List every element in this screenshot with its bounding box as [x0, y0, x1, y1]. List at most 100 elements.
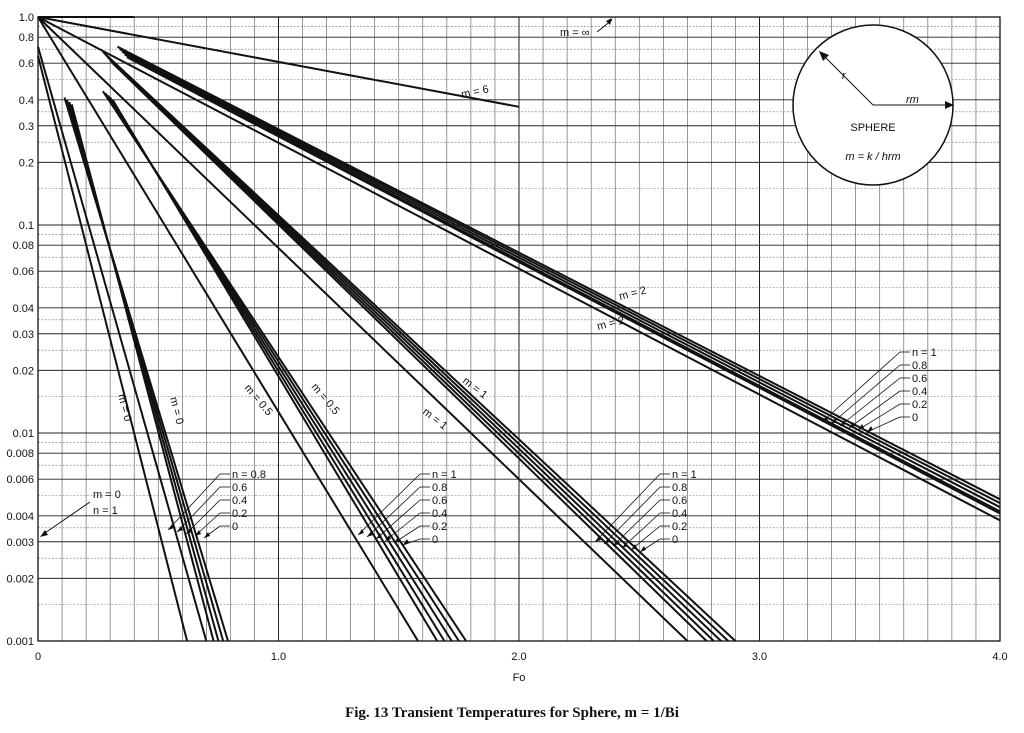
curve-label: m = 6	[460, 83, 490, 101]
y-tick-label: 0.003	[6, 537, 34, 549]
n-label: n = 1	[912, 347, 937, 359]
arrow-head	[595, 536, 601, 542]
series-line	[121, 50, 1001, 509]
arrow-head	[168, 524, 174, 530]
leader-line	[384, 512, 421, 542]
curve-label: m = 2	[618, 285, 648, 303]
arrow-head	[831, 418, 837, 424]
arrow-head	[822, 416, 828, 422]
arrow-head	[604, 538, 610, 544]
leader-line	[857, 403, 901, 431]
x-tick-label: 4.0	[992, 651, 1007, 663]
series-line	[111, 99, 439, 642]
leader-line	[830, 364, 901, 425]
y-tick-label: 0.04	[13, 303, 34, 315]
plot-frame	[37, 16, 1001, 642]
leader-line	[375, 499, 421, 540]
leader-line	[366, 486, 421, 538]
arrow-head	[858, 424, 864, 430]
outer-radius-label: rm	[906, 94, 919, 106]
arrow-head	[186, 528, 192, 534]
n-label: 0	[232, 521, 238, 533]
y-tick-label: 0.8	[19, 32, 34, 44]
curve-label: m = 0	[115, 393, 133, 423]
series-line	[107, 56, 722, 642]
y-tick-label: 0.002	[6, 573, 34, 585]
curve-label: m = 2	[596, 315, 626, 333]
series-line	[109, 59, 715, 642]
series-line	[37, 16, 419, 642]
arrow-head	[640, 546, 646, 552]
curve-label: m = 0	[167, 396, 185, 426]
arrow-head	[606, 18, 612, 25]
y-tick-label: 0.6	[19, 58, 34, 70]
n-label: 0.6	[232, 482, 247, 494]
leader-line	[839, 377, 901, 427]
leader-line	[621, 512, 661, 549]
n-label: 0.8	[432, 482, 447, 494]
n-label: 0.8	[672, 482, 687, 494]
arrow-head	[403, 539, 409, 545]
leader-line	[176, 486, 221, 533]
formula-label: m = k / hrm	[845, 151, 900, 163]
curve-label: m = ∞	[560, 27, 590, 39]
n-label: n = 1	[432, 469, 457, 481]
y-tick-label: 0.3	[19, 121, 34, 133]
x-tick-label: 1.0	[271, 651, 286, 663]
y-tick-label: 0.06	[13, 266, 34, 278]
y-tick-label: 0.08	[13, 240, 34, 252]
y-tick-label: 0.4	[19, 95, 34, 107]
leader-line	[821, 351, 901, 423]
n-label: 0.8	[912, 360, 927, 372]
series-line	[37, 16, 1001, 522]
leader-line	[612, 499, 661, 547]
n-label: 0.4	[232, 495, 247, 507]
y-tick-label: 1.0	[19, 12, 34, 24]
series-line	[119, 48, 1001, 504]
leader-line	[167, 473, 221, 531]
series-line	[37, 55, 189, 642]
y-tick-label: 0.02	[13, 365, 34, 377]
x-axis-label: Fo	[513, 672, 526, 684]
series-line	[102, 51, 737, 642]
curve-label: m = 0.5	[242, 382, 275, 418]
arrow-head	[367, 531, 373, 537]
y-tick-label: 0.008	[6, 448, 34, 460]
arrow-head	[394, 537, 400, 543]
series-line	[70, 104, 215, 642]
y-tick-label: 0.006	[6, 474, 34, 486]
n-label: 0.6	[672, 495, 687, 507]
x-tick-label: 0	[35, 651, 41, 663]
arrow-head	[819, 51, 829, 61]
arrow-head	[622, 542, 628, 548]
y-tick-label: 0.2	[19, 157, 34, 169]
arrow-head	[945, 101, 954, 109]
arrow-head	[195, 530, 201, 536]
n-label: 0	[432, 534, 438, 546]
series-line	[37, 16, 520, 108]
curve-label: n = 1	[93, 505, 118, 517]
curve-label: m = 0	[93, 489, 121, 501]
arrow-head	[867, 426, 873, 432]
n-label: 0.4	[672, 508, 687, 520]
arrow-head	[631, 544, 637, 550]
series-line	[124, 53, 1001, 513]
n-label: 0.6	[432, 495, 447, 507]
n-label: 0.4	[432, 508, 447, 520]
series-line	[104, 53, 729, 642]
n-label: 0.2	[912, 399, 927, 411]
n-label: 0	[912, 412, 918, 424]
grid	[37, 16, 1001, 642]
arrow-head	[849, 422, 855, 428]
arrow-head	[613, 540, 619, 546]
arrow-head	[376, 533, 382, 539]
axes: 0.0010.0020.0030.0040.0060.0080.010.020.…	[6, 12, 1007, 684]
n-label: n = 0.8	[232, 469, 266, 481]
arrow-head	[840, 420, 846, 426]
n-label: 0.2	[232, 508, 247, 520]
y-tick-label: 0.01	[13, 428, 34, 440]
arrow-head	[385, 535, 391, 541]
leader-line	[594, 473, 661, 543]
leader-line	[185, 499, 221, 535]
